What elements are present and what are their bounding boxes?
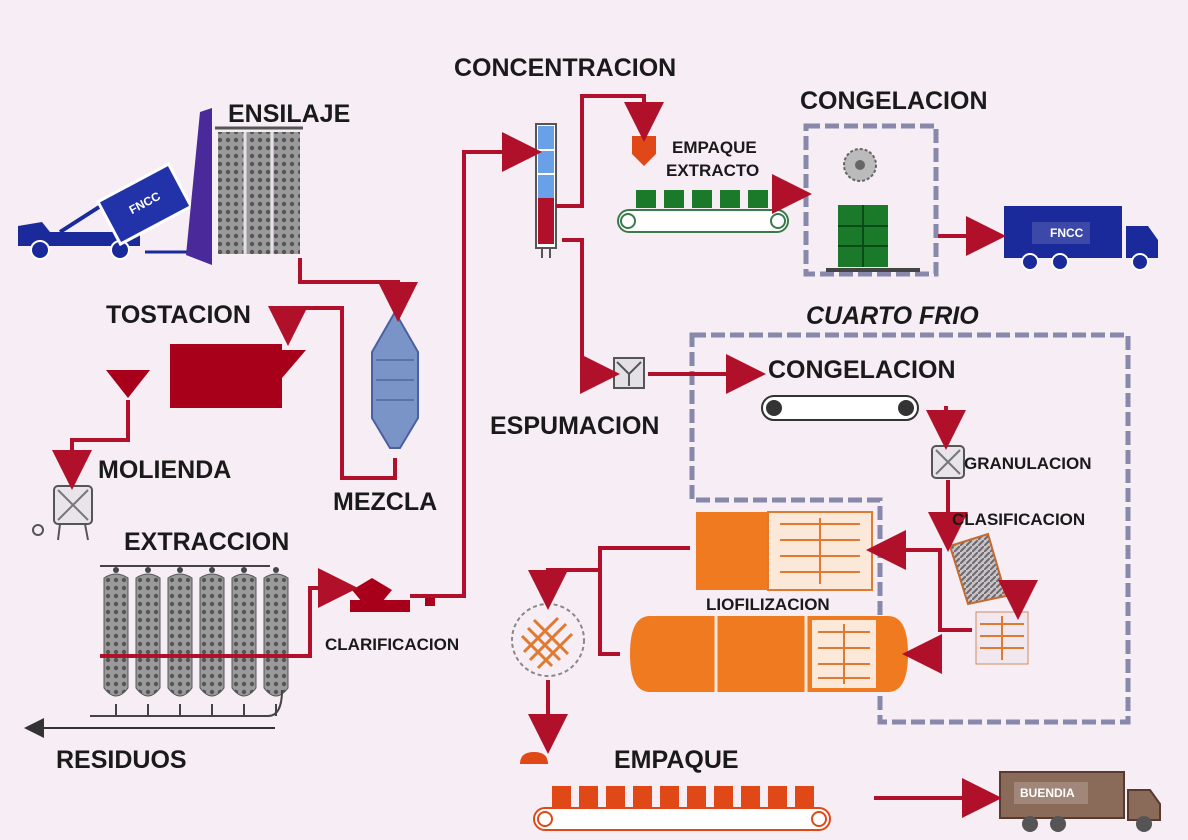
label-ensilaje: ENSILAJE [228, 100, 351, 128]
label-residuos: RESIDUOS [56, 746, 187, 774]
extract-package [692, 190, 712, 208]
extract-package [636, 190, 656, 208]
delivery-truck-left [18, 162, 195, 260]
label-extraccion: EXTRACCION [124, 528, 290, 556]
column-valve [273, 567, 279, 573]
separator-wheel [511, 603, 585, 677]
extract-package [748, 190, 768, 208]
label-concentracion: CONCENTRACION [454, 54, 677, 82]
truck-top-right-text: FNCC [1050, 226, 1084, 240]
product-package [606, 786, 625, 808]
granulacion-unit [931, 445, 965, 479]
pipes [52, 94, 1038, 818]
label-clarificacion: CLARIFICACION [325, 635, 460, 654]
extract-package [664, 190, 684, 208]
extraction-column [263, 573, 289, 697]
extract-package [720, 190, 740, 208]
column-valve [177, 567, 183, 573]
empaque-final-line [520, 752, 831, 831]
label-granulacion: GRANULACION [964, 454, 1092, 473]
product-package [741, 786, 760, 808]
label-clasificacion: CLASIFICACION [952, 510, 1086, 529]
congelacion-mid-belt [761, 395, 919, 421]
product-package [552, 786, 571, 808]
cuarto-frio-enclosure [689, 332, 1131, 725]
label-cuarto-frio: CUARTO FRIO [806, 302, 979, 330]
delivery-truck-top-right [1004, 206, 1158, 271]
label-molienda: MOLIENDA [98, 456, 232, 484]
delivery-truck-bottom-right [999, 771, 1161, 832]
extraction-column [103, 573, 129, 697]
label-congelacion-mid: CONGELACION [768, 356, 956, 384]
column-valve [145, 567, 151, 573]
label-tostacion: TOSTACION [106, 301, 251, 329]
label-congelacion-top: CONGELACION [800, 87, 988, 115]
product-package [687, 786, 706, 808]
truck-bottom-right-text: BUENDIA [1020, 786, 1075, 800]
extraction-column [135, 573, 161, 697]
ensilaje-silos [186, 108, 303, 265]
product-package [795, 786, 814, 808]
molienda-mill [32, 485, 93, 541]
column-valve [113, 567, 119, 573]
label-empaque-extracto-2: EXTRACTO [666, 161, 760, 180]
extraction-column [167, 573, 193, 697]
product-package [633, 786, 652, 808]
congelacion-top-freezer [826, 148, 920, 272]
label-mezcla: MEZCLA [333, 488, 438, 516]
liofilizacion-equipment [630, 511, 908, 692]
label-empaque-extracto-1: EMPAQUE [672, 138, 757, 157]
label-empaque: EMPAQUE [614, 746, 739, 774]
tostacion-roaster [106, 344, 306, 408]
product-package [579, 786, 598, 808]
column-valve [209, 567, 215, 573]
espumacion-unit [613, 357, 645, 389]
concentracion-column [535, 123, 557, 258]
empaque-extracto-line [617, 136, 789, 233]
mezcla-vessel [371, 309, 419, 449]
product-package [714, 786, 733, 808]
column-valve [241, 567, 247, 573]
extraction-column [231, 573, 257, 697]
product-package [768, 786, 787, 808]
extraccion-columns [90, 565, 289, 717]
label-espumacion: ESPUMACION [490, 412, 660, 440]
product-package [660, 786, 679, 808]
clarificacion-machine [350, 578, 435, 612]
extraction-column [199, 573, 225, 697]
label-liofilizacion: LIOFILIZACION [706, 595, 830, 614]
